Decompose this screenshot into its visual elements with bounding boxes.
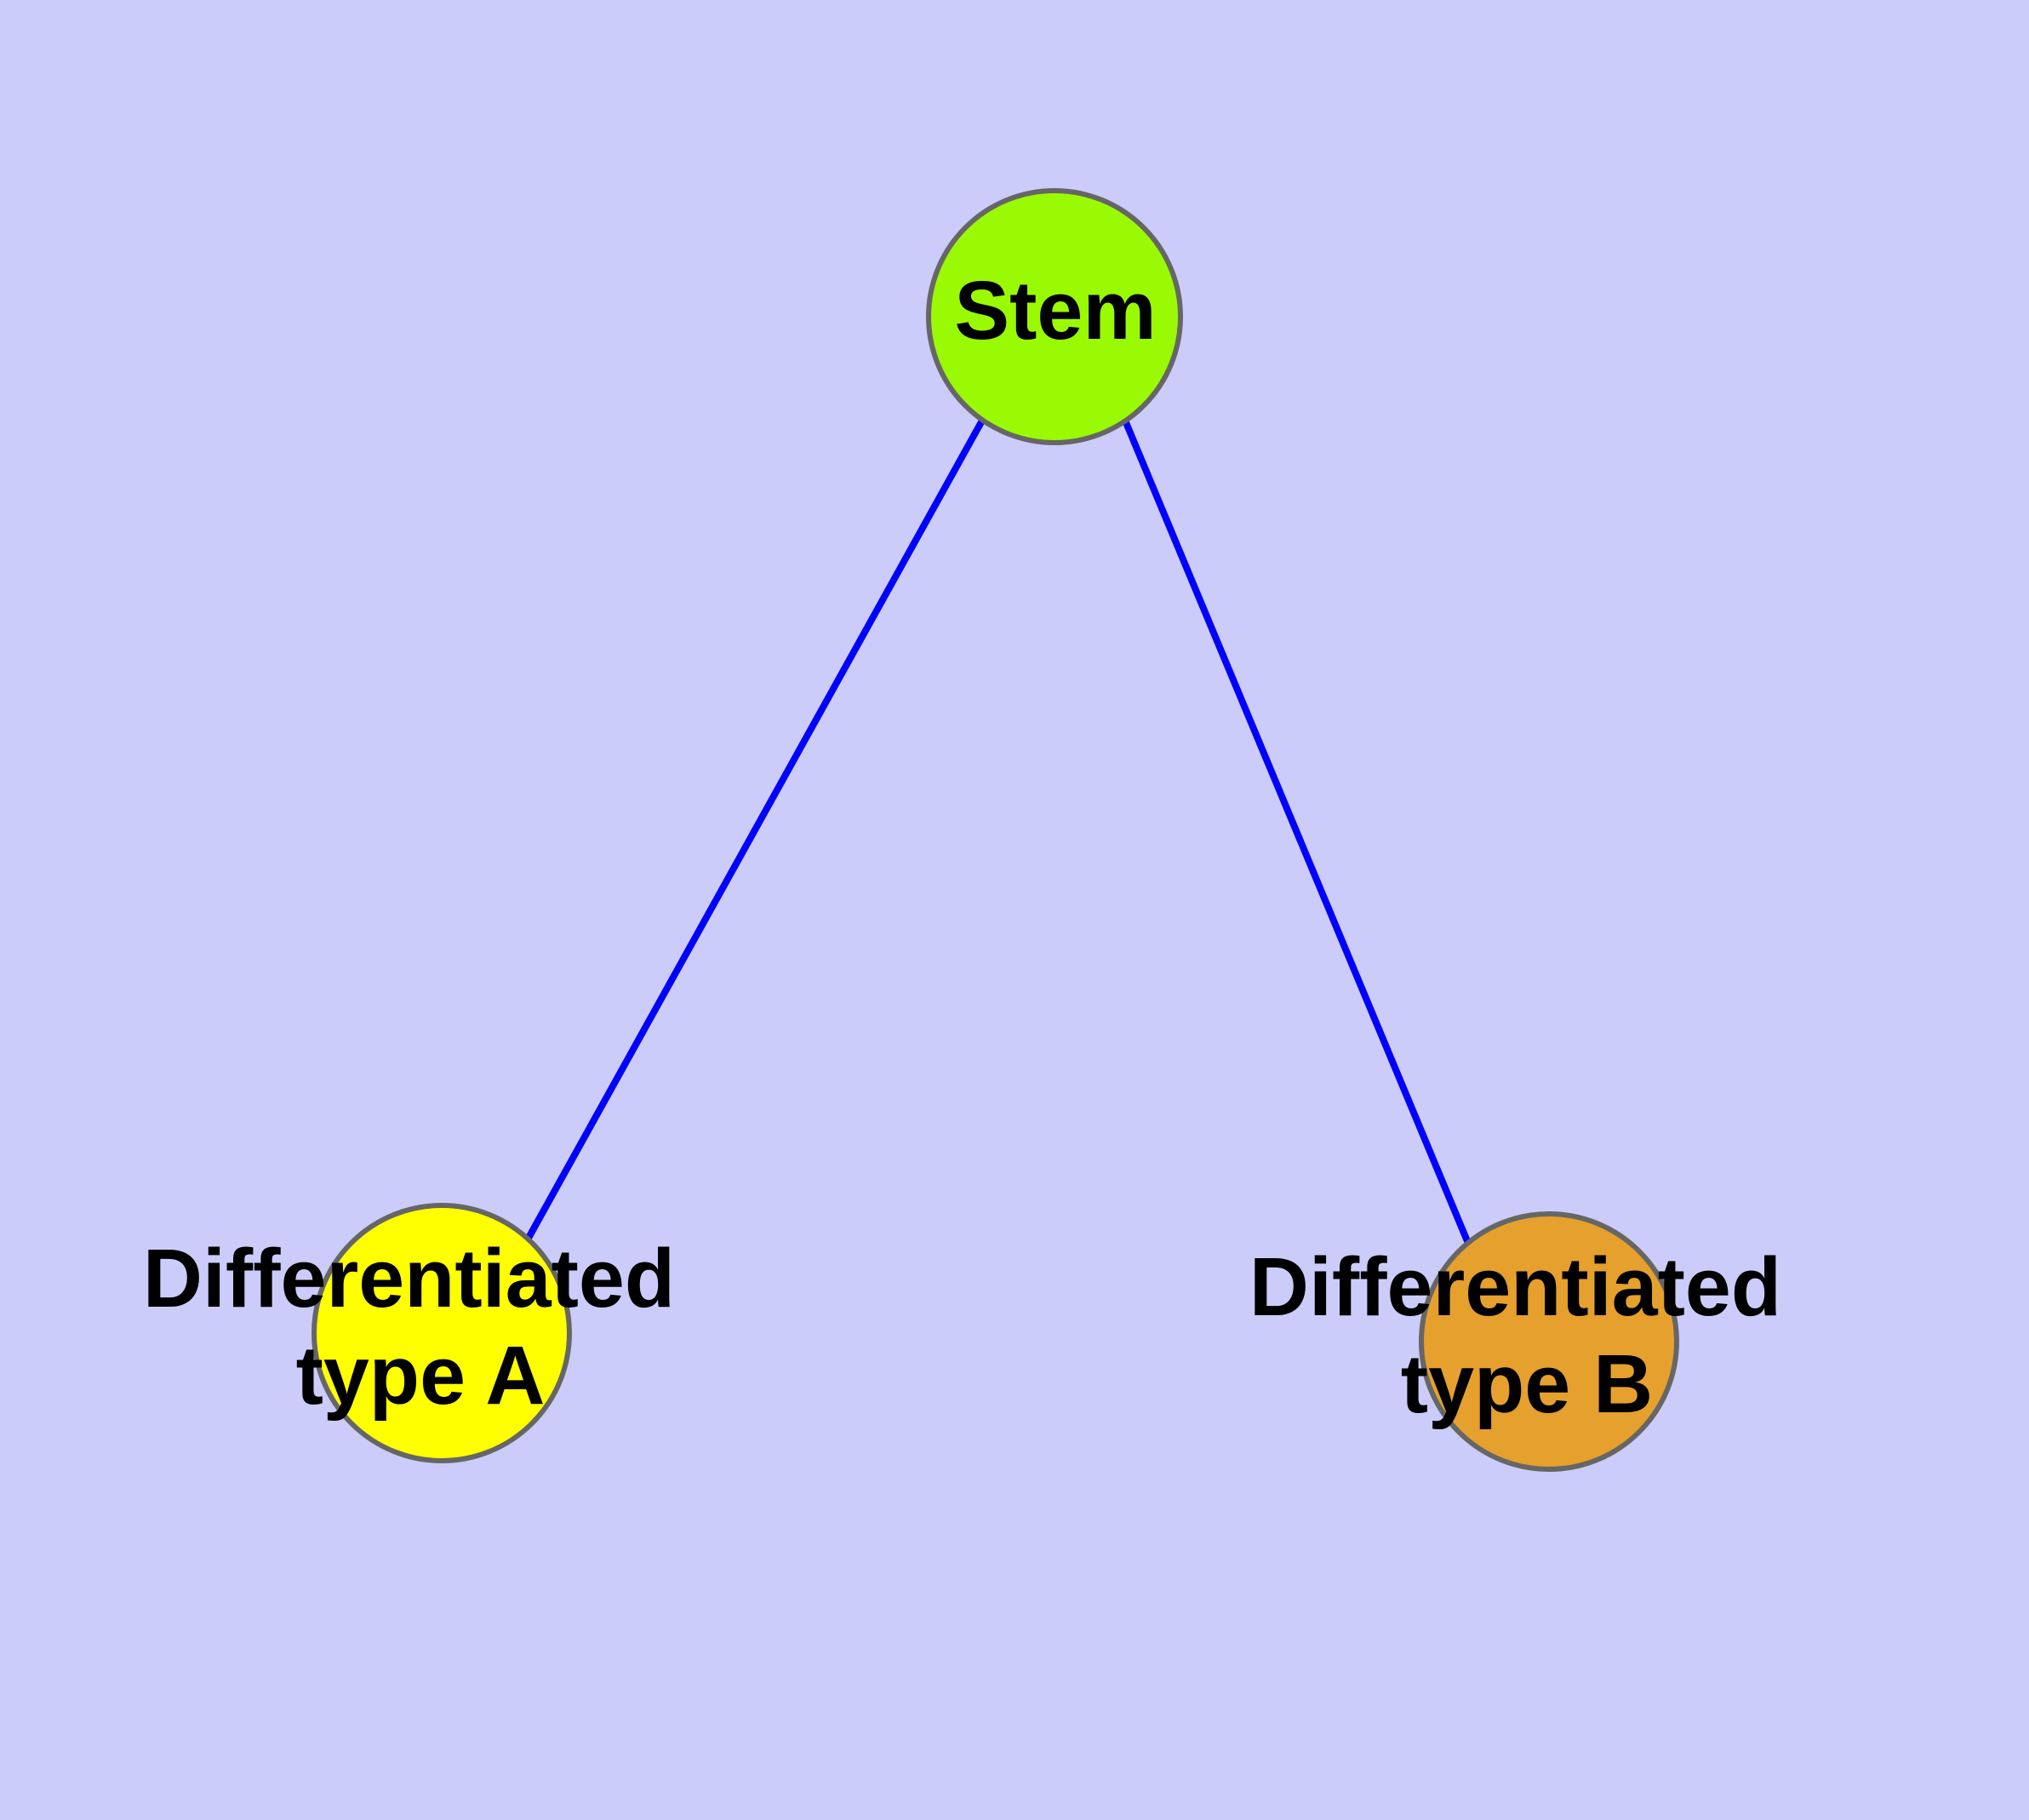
node-diff-b-label-line-2: type B bbox=[1401, 1337, 1653, 1430]
edges-layer bbox=[524, 417, 1471, 1245]
node-diff-b[interactable]: Differentiated type B bbox=[1249, 1211, 1804, 1472]
node-diff-a-label-line-2: type A bbox=[296, 1329, 546, 1422]
node-stem-circle[interactable] bbox=[926, 188, 1183, 445]
node-stem[interactable]: Stem bbox=[926, 188, 1183, 445]
node-stem-label-line-1: Stem bbox=[954, 264, 1156, 357]
node-diff-b-label: Differentiated type B bbox=[1249, 1240, 1804, 1430]
node-diff-a-circle[interactable] bbox=[311, 1203, 572, 1463]
edge-stem-to-diff-a[interactable] bbox=[524, 417, 986, 1243]
node-diff-b-circle[interactable] bbox=[1419, 1211, 1679, 1472]
node-diff-a-label: Differentiated type A bbox=[143, 1232, 698, 1422]
node-diff-a[interactable]: Differentiated type A bbox=[143, 1203, 698, 1463]
node-stem-label: Stem bbox=[954, 264, 1156, 357]
node-diff-b-label-line-1: Differentiated bbox=[1249, 1240, 1781, 1333]
edge-stem-to-diff-b[interactable] bbox=[1122, 417, 1471, 1245]
node-diff-a-label-line-1: Differentiated bbox=[143, 1232, 675, 1325]
